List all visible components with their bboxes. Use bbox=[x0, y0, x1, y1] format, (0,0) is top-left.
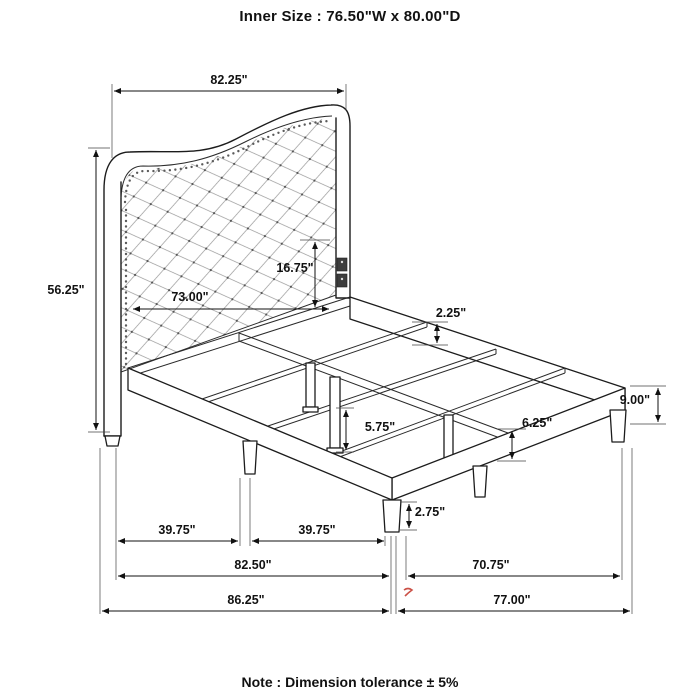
slat-2 bbox=[267, 348, 497, 432]
dim-label-bottom-segment-right: 39.75" bbox=[298, 523, 335, 537]
tolerance-note: Note : Dimension tolerance ± 5% bbox=[241, 674, 459, 690]
dim-label-center-leg-height: 5.75" bbox=[365, 420, 395, 434]
dim-label-foot-rail-height: 6.25" bbox=[522, 416, 552, 430]
dim-side-rail-height: 9.00" bbox=[620, 385, 666, 425]
dim-label-headboard-width: 82.25" bbox=[210, 73, 247, 87]
right-side-rail bbox=[349, 296, 626, 411]
dim-side-frame-depth: 70.75" bbox=[408, 558, 620, 580]
dim-label-slat-thickness: 2.25" bbox=[436, 306, 466, 320]
dim-headboard-inner-width: 73.00" bbox=[133, 290, 329, 313]
center-support-leg-1-foot bbox=[302, 406, 319, 413]
center-support-leg-1 bbox=[305, 362, 316, 408]
extension-lines bbox=[88, 84, 633, 614]
headboard-left-foot bbox=[104, 435, 121, 447]
dim-frame-width: 82.50" bbox=[118, 558, 389, 580]
dim-front-leg-height: 2.75" bbox=[400, 501, 445, 531]
headboard-trim-border bbox=[120, 115, 333, 199]
dim-label-side-frame-depth: 70.75" bbox=[472, 558, 509, 572]
headboard-outline bbox=[103, 104, 351, 437]
bracket-icon bbox=[336, 257, 348, 272]
dim-overall-depth: 77.00" bbox=[398, 593, 630, 615]
dim-headboard-panel-height: 16.75" bbox=[276, 239, 330, 307]
dim-label-side-rail-height: 9.00" bbox=[620, 393, 650, 407]
center-support-leg-2 bbox=[329, 376, 341, 449]
mid-left-rail-leg bbox=[242, 440, 258, 475]
dim-label-overall-width: 86.25" bbox=[227, 593, 264, 607]
dim-label-bottom-segment-left: 39.75" bbox=[158, 523, 195, 537]
bolt-icon bbox=[340, 260, 344, 264]
nailhead-trim-icon bbox=[123, 119, 332, 204]
dim-label-headboard-height: 56.25" bbox=[47, 283, 84, 297]
left-side-rail bbox=[127, 367, 393, 501]
front-left-leg bbox=[382, 499, 402, 533]
dim-slat-thickness: 2.25" bbox=[412, 306, 466, 346]
dim-label-headboard-panel-height: 16.75" bbox=[276, 261, 313, 275]
dim-headboard-width: 82.25" bbox=[114, 73, 344, 95]
bracket-icon bbox=[336, 273, 348, 288]
dim-overall-width: 86.25" bbox=[102, 593, 389, 615]
dim-label-frame-width: 82.50" bbox=[234, 558, 271, 572]
foot-rail bbox=[391, 387, 626, 501]
dim-bottom-segment-right: 39.75" bbox=[252, 523, 384, 545]
headboard-left-post bbox=[103, 181, 122, 437]
dimensions: 82.25" 56.25" 73.00" 16.75" 2.25" bbox=[47, 73, 666, 615]
dim-label-overall-depth: 77.00" bbox=[493, 593, 530, 607]
right-rear-corner-leg bbox=[609, 409, 627, 443]
inner-size-title: Inner Size : 76.50"W x 80.00"D bbox=[239, 8, 461, 25]
red-mark-artifact bbox=[403, 587, 414, 597]
dim-headboard-height: 56.25" bbox=[47, 150, 100, 430]
dim-bottom-segment-left: 39.75" bbox=[118, 523, 238, 545]
dim-label-front-leg-height: 2.75" bbox=[415, 505, 445, 519]
dim-foot-rail-height: 6.25" bbox=[497, 416, 552, 462]
dim-label-headboard-inner-width: 73.00" bbox=[171, 290, 208, 304]
bolt-icon bbox=[340, 277, 344, 281]
foot-rail-leg bbox=[472, 465, 488, 498]
dim-center-leg-height: 5.75" bbox=[336, 407, 395, 453]
center-rail bbox=[238, 332, 509, 442]
headboard-rail-brackets bbox=[336, 257, 348, 288]
